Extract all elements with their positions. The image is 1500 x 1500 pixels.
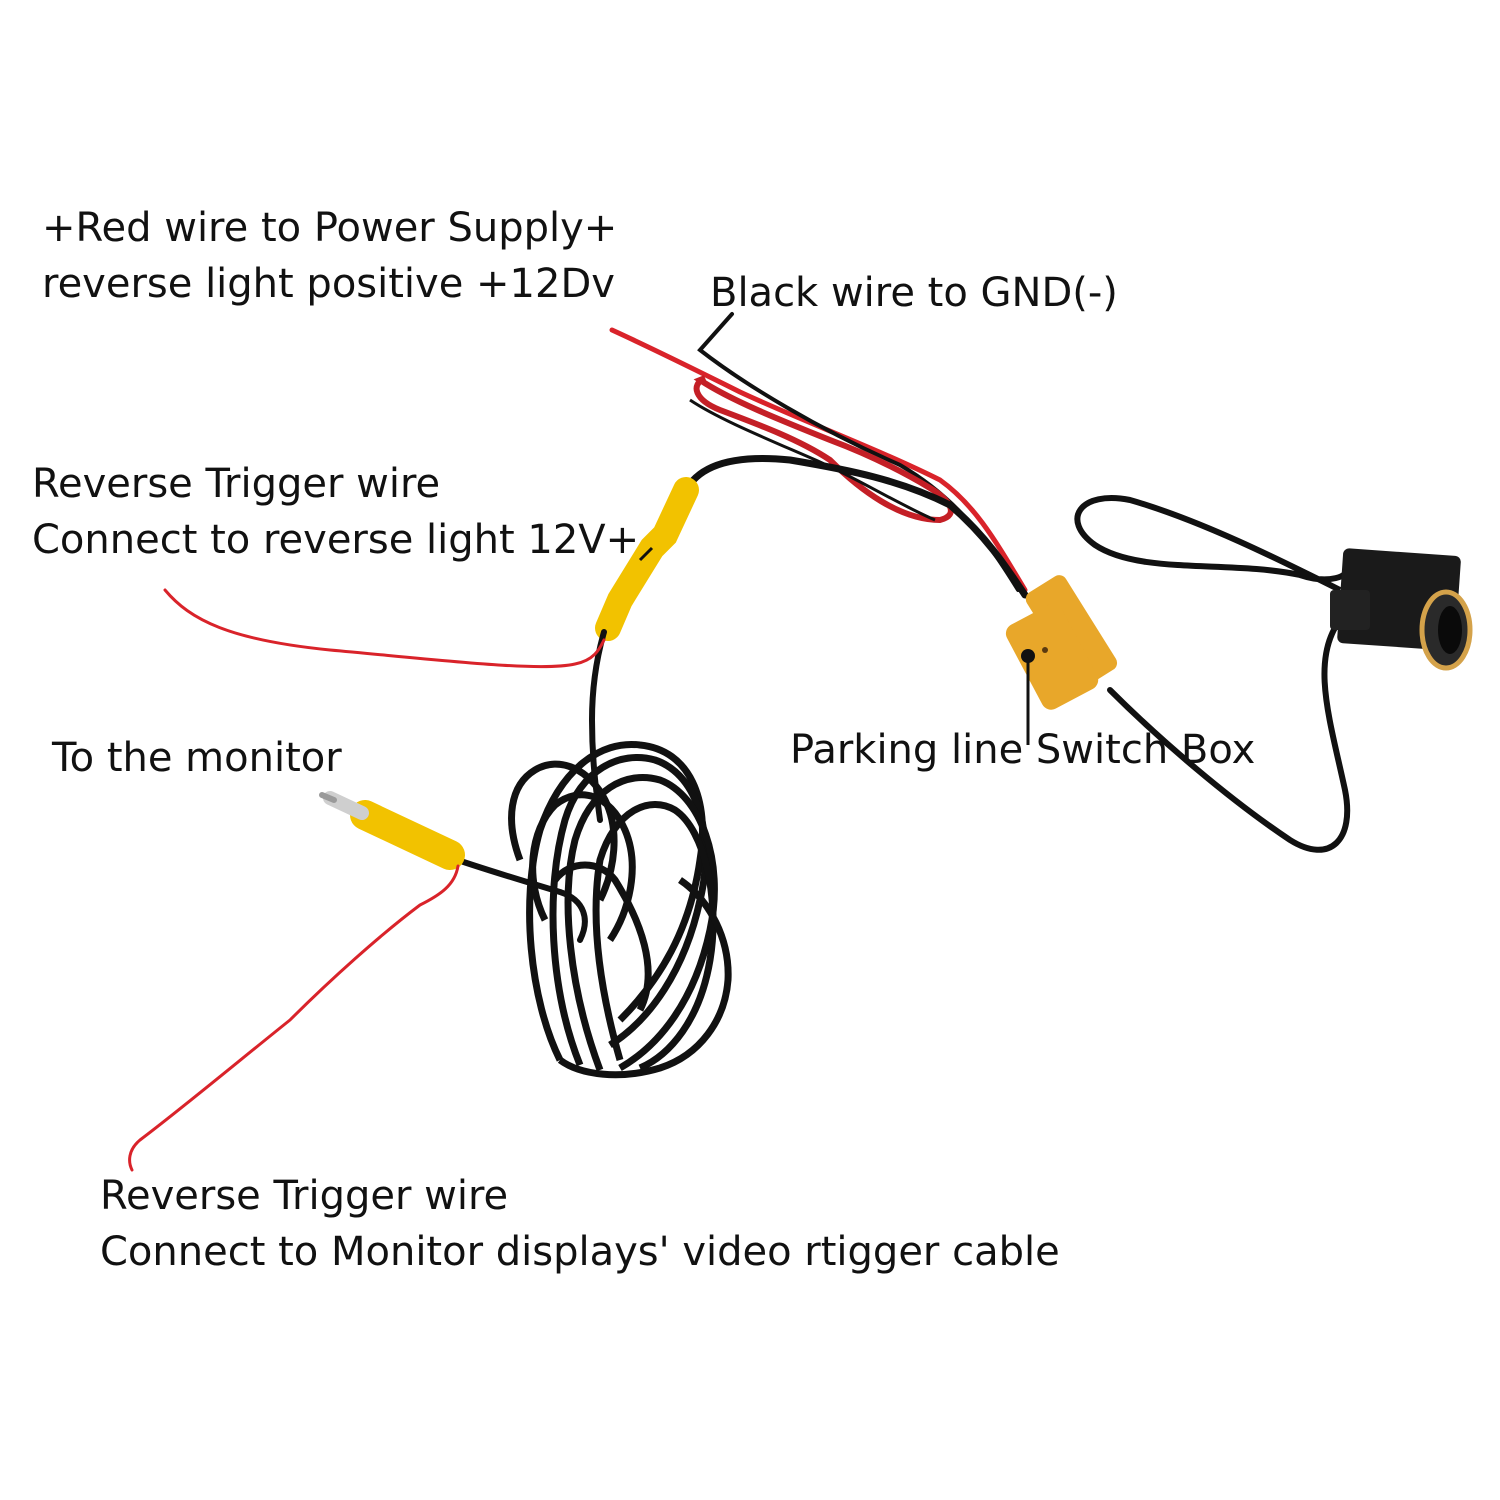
switch-box-label-text: Parking line Switch Box [790,727,1256,773]
camera-icon [1330,548,1473,671]
monitor-label: To the monitor [52,730,342,786]
power-supply-label: +Red wire to Power Supply+ reverse light… [42,200,617,312]
monitor-label-text: To the monitor [52,735,342,781]
rca-down-cable [588,629,607,823]
power-supply-label-line1: +Red wire to Power Supply+ [42,205,618,251]
monitor-cable [443,853,588,943]
red-trigger-wire-upper [163,588,606,669]
reverse-trigger-label-top: Reverse Trigger wire Connect to reverse … [32,456,639,568]
camera-cable [1107,617,1351,853]
monitor-rca-plug [319,791,465,870]
switch-box-leader-dot [1021,649,1035,663]
power-wire-bundle [693,375,954,524]
reverse-trigger-top-line1: Reverse Trigger wire [32,461,441,507]
power-supply-label-line2: reverse light positive +12Dv [42,261,615,307]
rca-joint-connector [595,477,699,641]
reverse-trigger-bottom-line2: Connect to Monitor displays' video rtigg… [100,1229,1060,1275]
reverse-trigger-bottom-line1: Reverse Trigger wire [100,1173,509,1219]
parking-line-switch-box [1005,575,1118,710]
ground-wire-label-text: Black wire to GND(-) [710,270,1118,316]
reverse-trigger-label-bottom: Reverse Trigger wire Connect to Monitor … [100,1168,1060,1280]
coiled-video-cable [508,740,732,1079]
ground-wire-label: Black wire to GND(-) [710,265,1118,321]
reverse-trigger-top-line2: Connect to reverse light 12V+ [32,517,640,563]
camera-cable-coil [1074,495,1349,593]
red-trigger-wire-lower [128,864,460,1172]
switch-box-label: Parking line Switch Box [790,722,1255,778]
main-video-cable [681,455,1029,599]
